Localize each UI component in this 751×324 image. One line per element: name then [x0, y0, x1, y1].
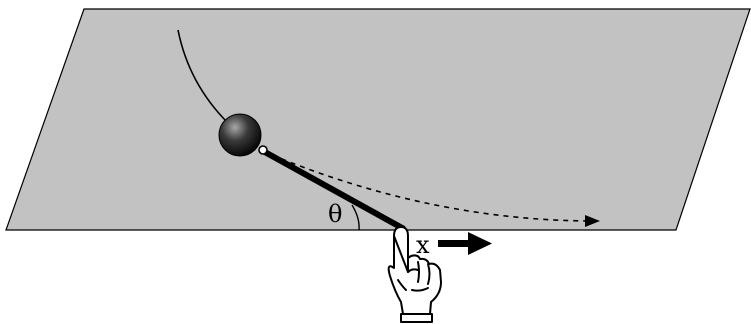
pivot-ring: [258, 145, 268, 155]
pendulum-rod: [261, 148, 406, 232]
displacement-label: x: [416, 231, 430, 259]
pendulum-bob: [218, 113, 262, 157]
pendulum-arc-path: [177, 29, 229, 124]
angle-label: θ: [328, 200, 342, 228]
angle-arc: [351, 204, 360, 231]
dashed-trajectory: [271, 154, 591, 222]
pointing-hand-icon: [387, 226, 442, 323]
right-arrow-icon: [438, 232, 492, 255]
inclined-plane: [5, 8, 751, 231]
trajectory-arrowhead: [585, 215, 600, 227]
